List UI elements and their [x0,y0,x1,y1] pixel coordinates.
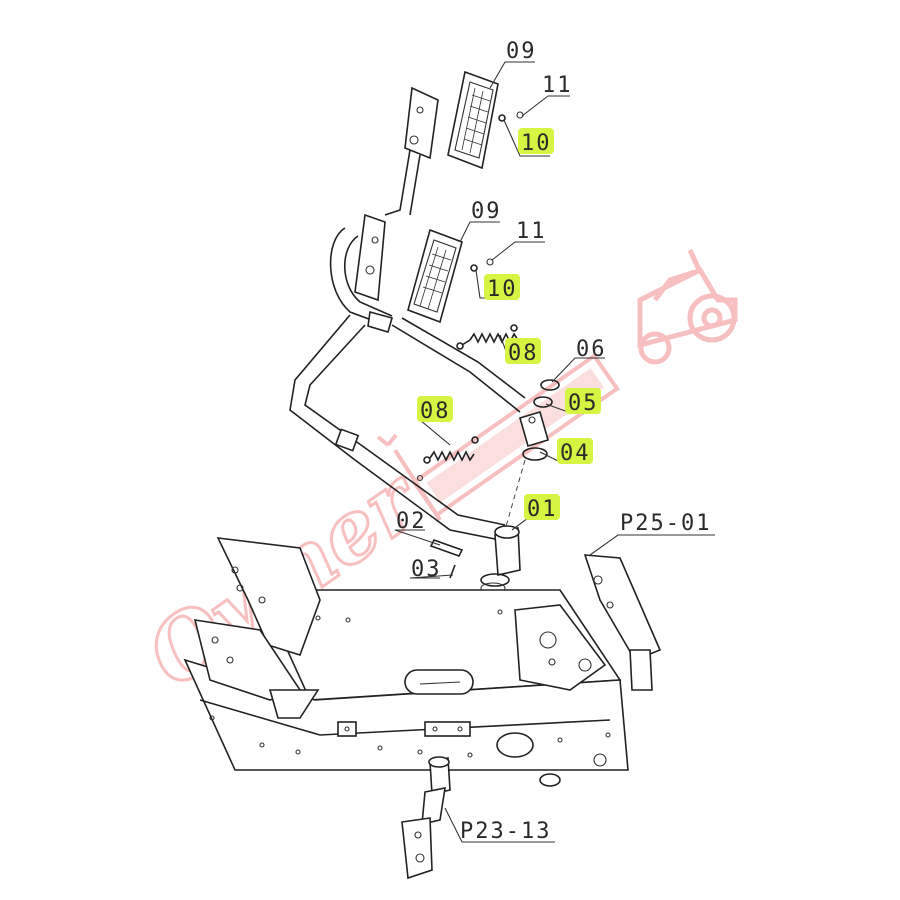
callout-highlights [417,128,601,520]
washer-05 [533,396,553,408]
callout-p25-01: P25-01 [620,511,711,536]
washer-06 [540,379,560,391]
spring-left [423,436,479,464]
callout-09-mid: 09 [471,199,502,224]
bushing-04 [519,411,549,461]
pedal-arm [289,86,526,541]
mounting-frame [183,537,662,787]
callout-02: 02 [396,509,427,534]
callout-08-left: 08 [420,399,451,424]
callout-04: 04 [560,441,591,466]
pedal-shaft-assembly [401,756,451,880]
tractor-icon [637,248,738,365]
pedal-pad-top [447,70,499,170]
pin-02 [429,539,464,557]
callout-10-mid: 10 [487,277,518,302]
callout-01: 01 [527,497,558,522]
callout-11-top: 11 [542,73,573,98]
callout-03: 03 [411,557,442,582]
callout-06: 06 [576,337,607,362]
callout-09-top: 09 [506,39,537,64]
pedal-pad-mid [407,228,463,324]
callout-p23-13: P23-13 [460,819,551,844]
watermark-banner [411,353,620,518]
callout-10-top: 10 [521,131,552,156]
callout-labels: 09 11 10 09 11 10 08 06 05 08 04 01 02 0… [396,39,711,844]
callout-11-mid: 11 [516,219,547,244]
clip-03 [449,564,456,579]
callout-08-top: 08 [508,341,539,366]
callout-05: 05 [568,391,599,416]
shaft-01 [480,525,521,594]
